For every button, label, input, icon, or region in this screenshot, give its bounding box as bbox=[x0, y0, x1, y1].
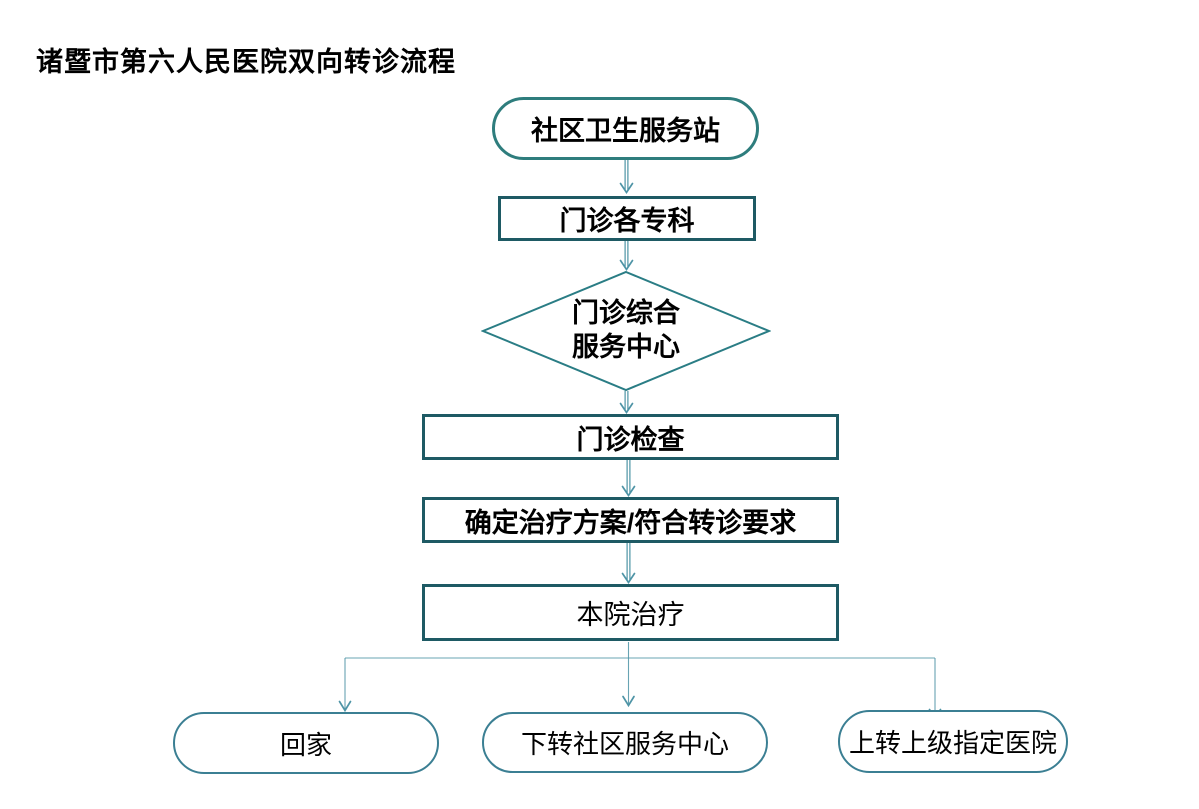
node-transfer-down: 下转社区服务中心 bbox=[482, 712, 768, 773]
decision-label-line1: 门诊综合 bbox=[572, 298, 680, 329]
node-go-home: 回家 bbox=[173, 712, 439, 774]
node-service-center-decision: 门诊综合 服务中心 bbox=[481, 270, 771, 392]
node-treatment-plan: 确定治疗方案/符合转诊要求 bbox=[422, 497, 839, 543]
node-label: 社区卫生服务站 bbox=[531, 116, 720, 146]
node-outpatient-depts: 门诊各专科 bbox=[498, 196, 756, 241]
arrow-start-to-outpatient-depts bbox=[619, 160, 634, 195]
node-hospital-treatment: 本院治疗 bbox=[422, 584, 839, 641]
decision-diamond-shape bbox=[481, 270, 771, 392]
node-label: 门诊各专科 bbox=[559, 206, 695, 236]
arrow-outpatient-exam-to-treatment-plan bbox=[621, 460, 636, 498]
arrow-service-center-to-outpatient-exam bbox=[619, 391, 634, 415]
page-title: 诸暨市第六人民医院双向转诊流程 bbox=[36, 47, 456, 77]
node-label: 门诊检查 bbox=[576, 424, 685, 455]
node-start-terminator: 社区卫生服务站 bbox=[492, 97, 759, 160]
node-label: 门诊综合 服务中心 bbox=[481, 270, 771, 392]
arrow-to-go-home bbox=[338, 658, 352, 713]
arrow-treatment-plan-to-hospital-treatment bbox=[621, 543, 636, 585]
node-label: 上转上级指定医院 bbox=[848, 728, 1057, 758]
arrow-outpatient-depts-to-service-center bbox=[619, 241, 634, 272]
arrow-to-transfer-down bbox=[622, 658, 635, 708]
branch-connector bbox=[345, 642, 935, 659]
node-outpatient-exam: 门诊检查 bbox=[422, 414, 839, 460]
decision-label-line2: 服务中心 bbox=[572, 332, 680, 362]
node-label: 本院治疗 bbox=[576, 600, 685, 630]
node-transfer-up: 上转上级指定医院 bbox=[838, 710, 1068, 773]
node-label: 确定治疗方案/符合转诊要求 bbox=[464, 507, 797, 538]
node-label: 下转社区服务中心 bbox=[520, 729, 729, 759]
node-label: 回家 bbox=[279, 729, 332, 760]
